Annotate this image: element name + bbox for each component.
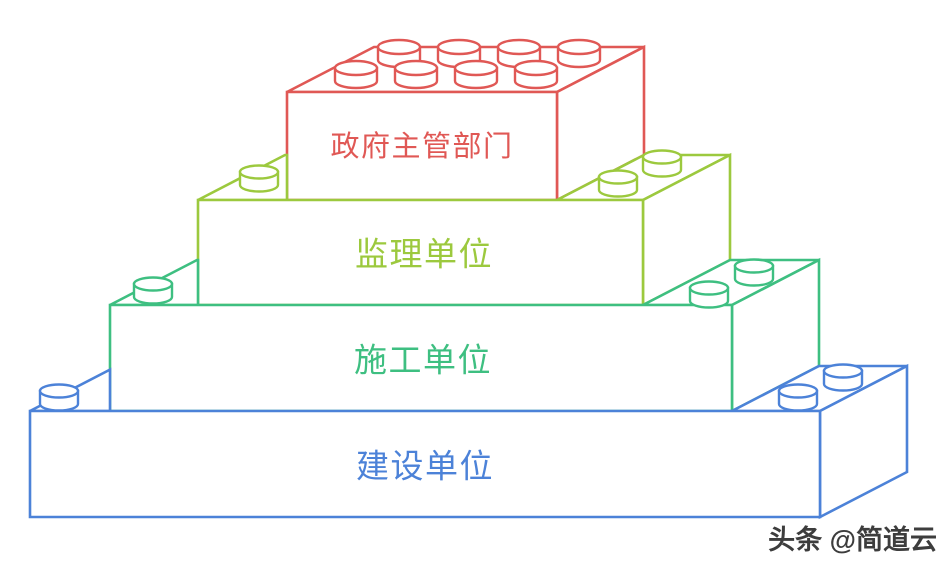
watermark-text: 头条 @简道云 [768,524,937,555]
brick-development-unit-label: 建设单位 [356,448,494,485]
brick-development-unit-shape [28,363,909,520]
brick-development-unit: 建设单位 [28,363,909,520]
brick-government-dept-shape [285,38,646,203]
brick-construction-unit-label: 施工单位 [354,342,492,379]
brick-supervision-unit-shape [196,149,732,308]
brick-government-dept: 政府主管部门 [285,38,646,203]
brick-supervision-unit-label: 监理单位 [355,236,493,273]
brick-government-dept-label: 政府主管部门 [330,130,513,163]
brick-supervision-unit: 监理单位 [196,149,732,308]
